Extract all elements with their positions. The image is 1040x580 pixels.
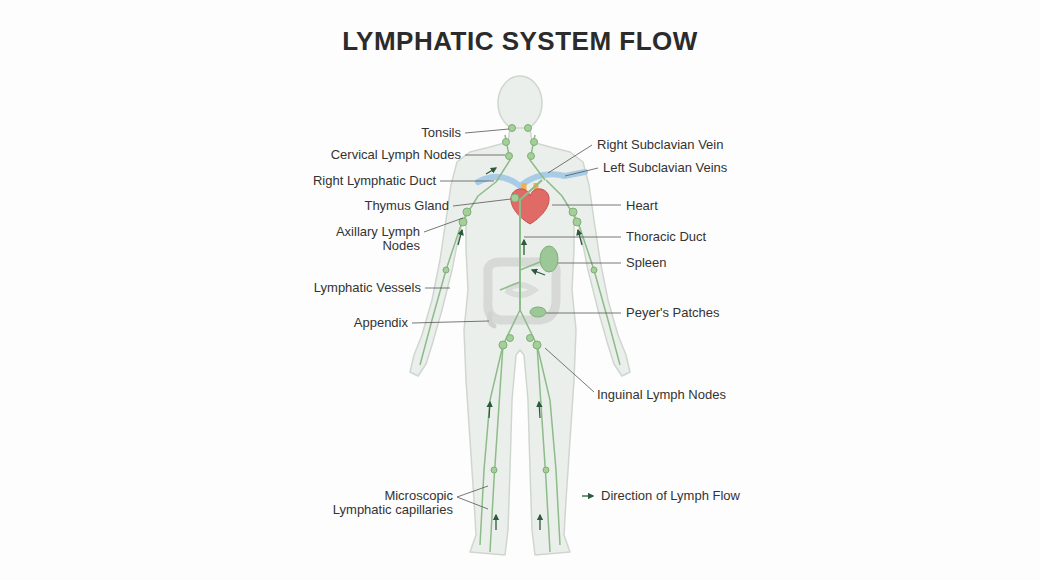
thoracic-duct-line <box>520 180 542 310</box>
flow-arrow <box>539 402 540 418</box>
vessel-line <box>546 180 620 365</box>
leader-line <box>558 263 621 264</box>
leader-line <box>546 313 621 314</box>
vessel-line <box>537 345 550 552</box>
lymph-node <box>443 267 449 273</box>
leader-lines <box>412 129 621 509</box>
flow-arrow <box>489 402 490 418</box>
leader-line <box>545 348 594 392</box>
part-label: Heart <box>626 199 746 213</box>
lymph-node <box>573 218 581 226</box>
leader-line <box>440 181 494 182</box>
part-label: Right Subclavian Vein <box>597 138 767 152</box>
flow-arrows <box>458 168 582 530</box>
peyers-patch-shape <box>530 307 546 317</box>
vessel-line <box>490 345 503 552</box>
leader-line <box>465 155 505 156</box>
legend-text: Direction of Lymph Flow <box>601 488 740 504</box>
lymph-nodes <box>443 125 597 474</box>
part-label: Thymus Gland <box>329 199 449 213</box>
leader-line <box>457 486 488 509</box>
lymph-node <box>499 341 507 349</box>
lymph-node <box>528 153 535 160</box>
vessel-line <box>480 345 503 545</box>
lymph-node <box>591 267 597 273</box>
part-label: Inguinal Lymph Nodes <box>597 388 777 402</box>
leader-line <box>424 218 463 232</box>
part-label: Peyer's Patches <box>626 306 776 320</box>
lymph-node <box>509 125 516 132</box>
flow-arrow <box>458 230 462 245</box>
part-label: Lymphatic Vessels <box>281 281 421 295</box>
flow-arrow <box>495 515 496 530</box>
vessel-line <box>537 345 560 545</box>
leader-line <box>524 237 621 238</box>
body-head <box>498 76 542 130</box>
leader-line <box>453 199 511 206</box>
appendix-shape <box>490 314 495 326</box>
part-label: Microscopic Lymphatic capillaries <box>328 489 453 517</box>
part-label: Spleen <box>626 256 746 270</box>
vessel-line <box>496 135 545 182</box>
lymph-node <box>569 208 577 216</box>
lymph-node <box>506 153 513 160</box>
leader-line <box>548 145 592 173</box>
lymph-node <box>543 467 549 473</box>
flow-arrow <box>578 230 582 245</box>
vessel-line <box>500 262 540 290</box>
lymph-node <box>463 208 471 216</box>
legend-row: Direction of Lymph Flow <box>581 488 740 504</box>
leader-line <box>565 168 598 176</box>
part-label: Cervical Lymph Nodes <box>301 148 461 162</box>
leader-line <box>412 321 489 323</box>
leader-line <box>465 129 509 133</box>
vessel-line <box>503 310 537 345</box>
lymph-node <box>507 335 514 342</box>
spleen-shape <box>540 246 558 272</box>
flow-arrow <box>532 270 545 275</box>
lymph-node <box>527 335 534 342</box>
lymph-node <box>533 341 541 349</box>
flow-arrow <box>539 515 540 530</box>
flow-arrow <box>523 240 524 255</box>
flow-arrow <box>486 168 496 174</box>
part-label: Thoracic Duct <box>626 230 766 244</box>
leader-line <box>552 205 621 206</box>
part-label: Right Lymphatic Duct <box>276 174 436 188</box>
legend-arrow <box>582 495 593 496</box>
heart-shape <box>511 189 549 224</box>
part-label: Appendix <box>308 316 408 330</box>
lymph-node <box>525 125 532 132</box>
leader-line <box>425 288 450 289</box>
lymph-node <box>491 467 497 473</box>
part-label: Axillary Lymph Nodes <box>334 225 420 253</box>
lymph-node <box>503 139 510 146</box>
legend-swatch <box>581 488 597 504</box>
part-label: Left Subclavian Veins <box>603 161 773 175</box>
diagram-title: LYMPHATIC SYSTEM FLOW <box>0 26 1040 57</box>
thymus-shape <box>511 194 519 202</box>
lymph-node <box>531 139 538 146</box>
part-label: Tonsils <box>341 126 461 140</box>
